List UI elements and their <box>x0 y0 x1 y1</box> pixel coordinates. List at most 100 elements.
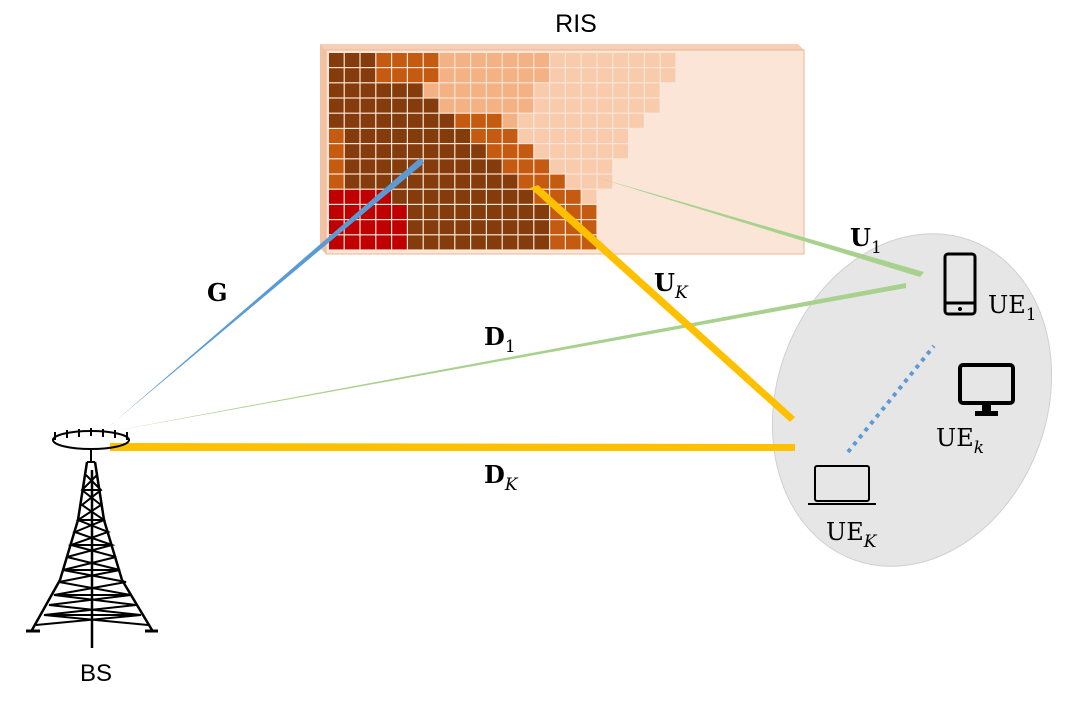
ris-cell <box>344 98 360 113</box>
ris-cell <box>392 113 407 128</box>
ris-cell <box>344 68 360 83</box>
ris-cell <box>629 83 644 98</box>
ris-cell <box>787 53 802 67</box>
ris-cell <box>344 159 360 174</box>
ris-cell <box>787 68 802 83</box>
ris-cell <box>597 220 613 235</box>
ris-cell <box>566 68 581 83</box>
ris-cell <box>550 113 565 128</box>
ris-cell <box>566 189 581 204</box>
ris-cell <box>534 129 549 143</box>
ris-cell <box>676 189 692 204</box>
ris-cell <box>550 144 565 159</box>
ris-cell <box>597 159 613 174</box>
ris-cell <box>629 113 644 128</box>
ris-cell <box>518 68 534 83</box>
bs-label: BS <box>80 660 112 687</box>
ris-cell <box>613 144 628 159</box>
ris-cell <box>739 205 755 219</box>
ris-cell <box>739 129 755 143</box>
ris-cell <box>487 68 502 83</box>
ris-cell <box>487 189 502 204</box>
ris-cell <box>660 98 676 113</box>
ris-cell <box>329 159 344 174</box>
ris-cell <box>408 98 423 113</box>
ris-cell <box>502 113 518 128</box>
ris-cell <box>329 113 344 128</box>
ueK-label-sub: K <box>863 532 878 552</box>
monitor-icon <box>958 363 1015 416</box>
label-d1-sub: 1 <box>505 337 516 357</box>
ris-cell <box>676 220 692 235</box>
ris-cell <box>518 113 534 128</box>
ris-cell <box>660 83 676 98</box>
ris-cell <box>581 98 597 113</box>
ris-cell <box>645 129 660 143</box>
ris-cell <box>724 113 739 128</box>
ris-cell <box>550 53 565 67</box>
ris-cell <box>566 235 581 250</box>
ris-cell <box>692 144 707 159</box>
ris-cell <box>660 129 676 143</box>
ris-cell <box>471 220 486 235</box>
ris-cell <box>581 129 597 143</box>
ris-cell <box>739 113 755 128</box>
ris-cell <box>471 68 486 83</box>
ris-cell <box>771 235 786 250</box>
ris-cell <box>534 83 549 98</box>
ris-cell <box>360 113 376 128</box>
ris-cell <box>771 68 786 83</box>
ris-cell <box>597 83 613 98</box>
ris-cell <box>645 159 660 174</box>
ris-cell <box>392 68 407 83</box>
ris-cell <box>550 159 565 174</box>
ris-cell <box>455 205 470 219</box>
ris-cell <box>502 205 518 219</box>
ris-cell <box>645 83 660 98</box>
ris-cell <box>392 189 407 204</box>
ris-cell <box>613 98 628 113</box>
ris-cell <box>755 144 771 159</box>
label-uk-main: U <box>654 268 675 297</box>
ris-element-grid <box>329 53 802 250</box>
ris-cell <box>471 144 486 159</box>
label-d1: D1 <box>484 322 516 357</box>
ris-cell <box>739 53 755 67</box>
ris-cell <box>708 235 723 250</box>
uek-label: UEk <box>936 424 984 458</box>
ris-cell <box>360 220 376 235</box>
ris-cell <box>613 68 628 83</box>
ris-cell <box>487 53 502 67</box>
ris-cell <box>408 220 423 235</box>
ris-cell <box>392 220 407 235</box>
ris-cell <box>534 53 549 67</box>
ris-cell <box>597 98 613 113</box>
ris-cell <box>724 159 739 174</box>
ris-cell <box>439 159 455 174</box>
ris-cell <box>676 144 692 159</box>
ris-cell <box>739 68 755 83</box>
ris-cell <box>739 83 755 98</box>
ris-cell <box>755 113 771 128</box>
ris-cell <box>392 53 407 67</box>
ris-cell <box>724 68 739 83</box>
ris-cell <box>455 53 470 67</box>
ris-cell <box>787 113 802 128</box>
ris-cell <box>597 144 613 159</box>
ris-cell <box>724 129 739 143</box>
ris-cell <box>755 53 771 67</box>
ris-cell <box>739 174 755 189</box>
beam-d1 <box>108 283 906 432</box>
ris-cell <box>439 68 455 83</box>
ris-cell <box>629 205 644 219</box>
ris-cell <box>613 174 628 189</box>
ris-cell <box>629 220 644 235</box>
ris-cell <box>629 159 644 174</box>
ris-cell <box>439 113 455 128</box>
ris-cell <box>676 68 692 83</box>
ris-cell <box>408 205 423 219</box>
ris-cell <box>755 189 771 204</box>
ris-cell <box>423 83 439 98</box>
ris-cell <box>581 174 597 189</box>
ris-cell <box>534 144 549 159</box>
